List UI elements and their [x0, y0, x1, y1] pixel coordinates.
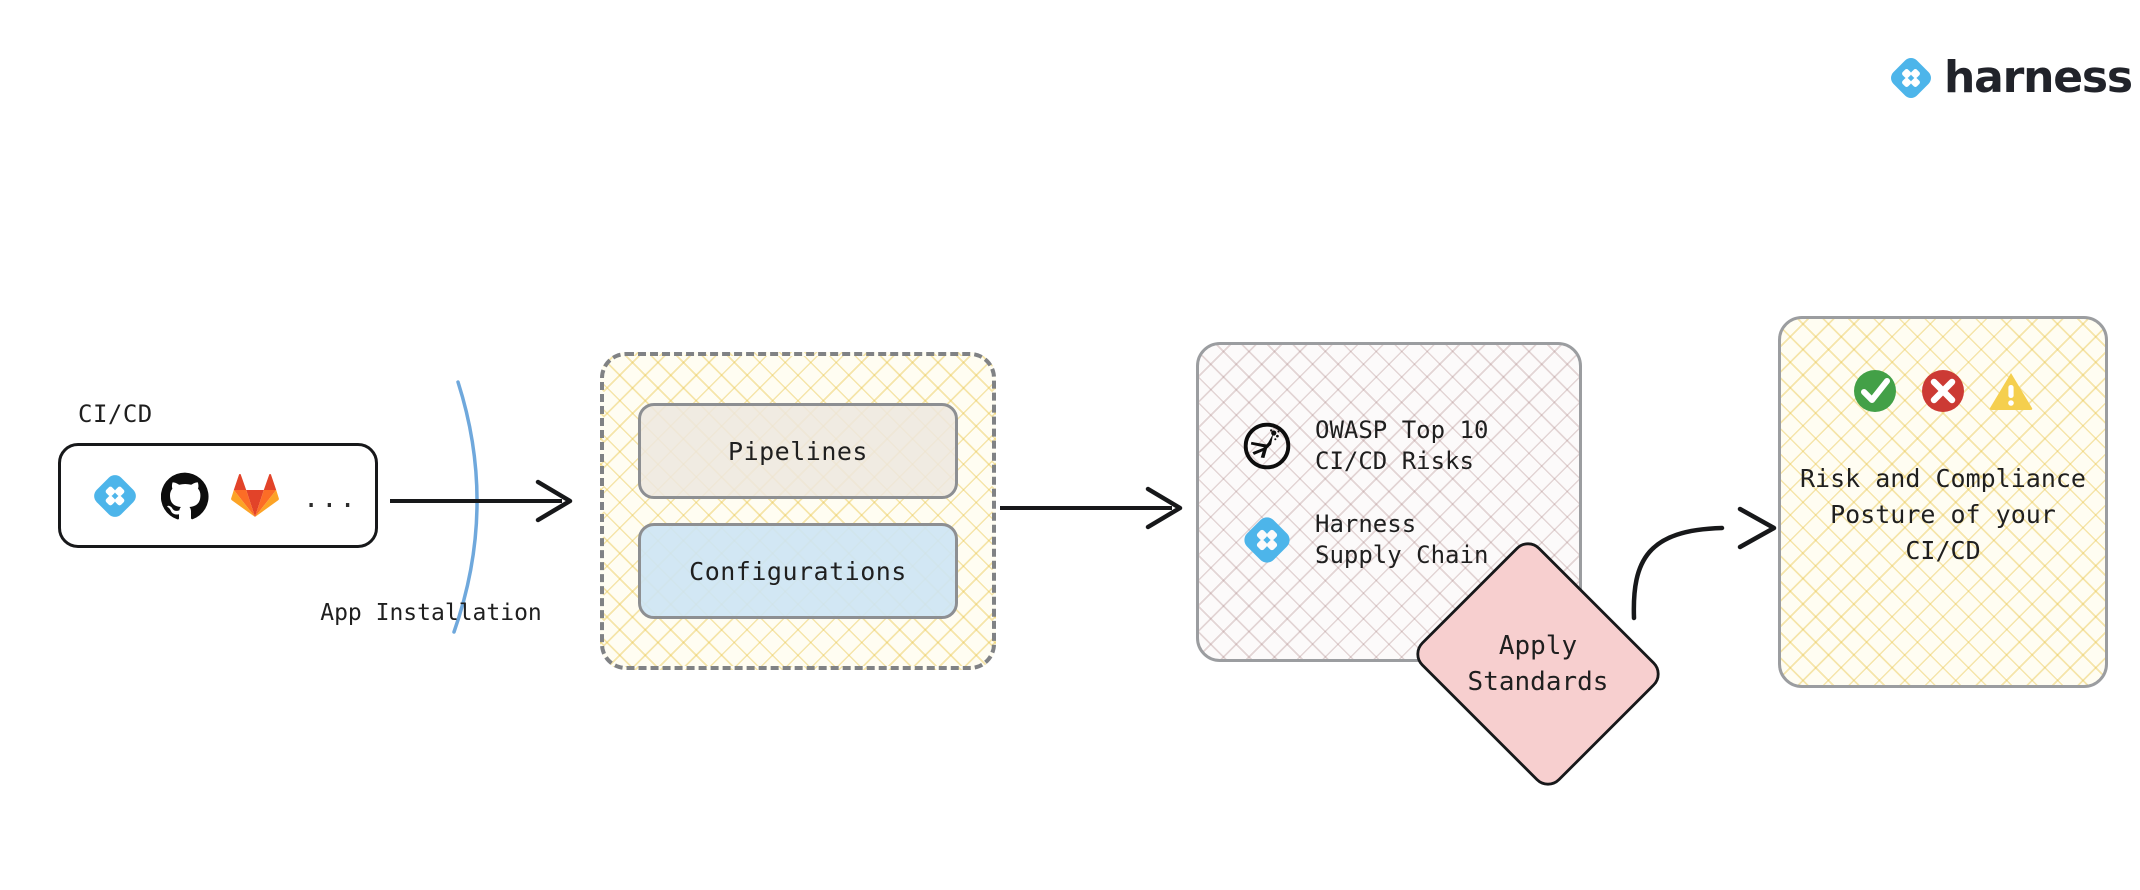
harness-brand-lockup: harness: [1888, 52, 2133, 103]
harness-diamond-icon: [1891, 58, 1931, 98]
cicd-label: CI/CD: [78, 400, 153, 428]
github-octocat-icon: [161, 472, 209, 519]
brand-name: harness: [1944, 52, 2133, 103]
arrow-apply-to-outcome: [1631, 506, 1777, 621]
outcome-label: Risk and Compliance Posture of your CI/C…: [1800, 464, 2086, 565]
arrow-cicd-to-artifacts: [390, 479, 573, 523]
check-circle-icon: [1854, 370, 1896, 412]
apply-standards-diamond[interactable]: Apply Standards: [1399, 535, 1677, 793]
artifact-card-label: Configurations: [689, 556, 907, 586]
artifact-card-label: Pipelines: [728, 436, 868, 466]
apply-standards-label: Apply Standards: [1467, 631, 1609, 697]
artifact-card-configurations[interactable]: Configurations: [638, 523, 958, 619]
arrow-artifacts-to-standards: [1000, 486, 1183, 530]
more-providers-ellipsis: ...: [303, 483, 358, 514]
artifact-card-pipelines[interactable]: Pipelines: [638, 403, 958, 499]
outcome-status-icons: [1851, 367, 2035, 415]
app-installation-boundary-arc: [452, 380, 479, 634]
gitlab-fox-icon: [231, 473, 279, 517]
outcome-panel: Risk and Compliance Posture of your CI/C…: [1778, 316, 2108, 688]
app-installation-label: App Installation: [320, 600, 542, 626]
cicd-providers-box: ...: [58, 443, 378, 548]
artifacts-group: Pipelines Configurations: [600, 352, 996, 670]
standards-row-label: OWASP Top 10 CI/CD Risks: [1315, 416, 1489, 475]
standards-panel: OWASP Top 10 CI/CD Risks Harness Supply …: [1196, 342, 1582, 662]
harness-diamond-icon: [94, 474, 136, 517]
harness-diamond-icon: [1244, 517, 1290, 563]
standards-row-label: Harness Supply Chain: [1315, 510, 1489, 569]
owasp-dragonfly-icon: [1243, 422, 1291, 470]
standards-row-owasp: OWASP Top 10 CI/CD Risks: [1241, 415, 1579, 477]
standards-row-harness: Harness Supply Chain: [1241, 509, 1579, 571]
warning-triangle-icon: [1989, 373, 2033, 410]
x-circle-icon: [1922, 370, 1964, 412]
